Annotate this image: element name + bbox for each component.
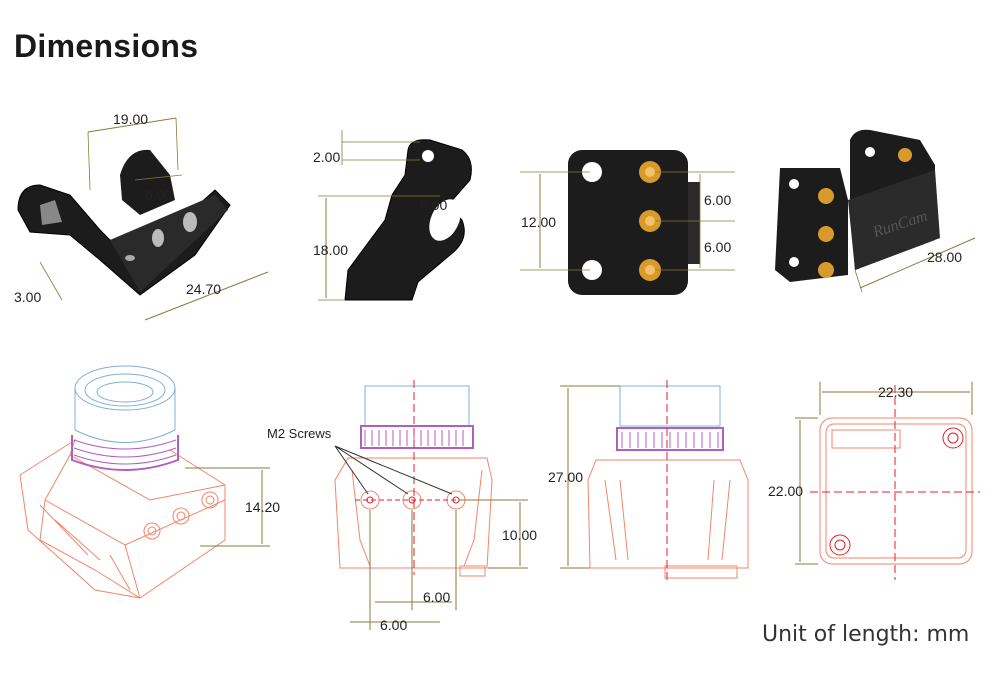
- camera-front-spacing-left-label: 6.00: [380, 617, 407, 633]
- bracket-side-depth-label: 24.70: [186, 281, 221, 297]
- m2-screws-label: M2 Screws: [267, 426, 332, 441]
- bracket-back-view: [520, 150, 735, 295]
- camera-front-view: [334, 380, 528, 630]
- bracket-profile-slot-label: 6.00: [420, 197, 447, 213]
- bracket-iso-width-label: 28.00: [927, 249, 962, 265]
- page-title: Dimensions: [14, 28, 199, 64]
- bracket-iso-view: [775, 129, 976, 293]
- bracket-side-width-label: 19.00: [113, 111, 148, 127]
- camera-back-width-label: 22.30: [878, 384, 913, 400]
- camera-back-view: [795, 382, 980, 580]
- bracket-side-view: [17, 117, 269, 321]
- bracket-back-height-label: 12.00: [521, 214, 556, 230]
- camera-front-screw-height-label: 10.00: [502, 527, 537, 543]
- bracket-side-thickness-label: 3.00: [14, 289, 41, 305]
- camera-iso-view: [19, 365, 270, 599]
- bracket-back-pitch-top-label: 6.00: [704, 192, 731, 208]
- bracket-profile-height-label: 18.00: [313, 242, 348, 258]
- bracket-profile-top-label: 2.00: [313, 149, 340, 165]
- camera-back-height-label: 22.00: [768, 483, 803, 499]
- camera-side-view: [560, 380, 749, 580]
- unit-label: Unit of length: mm: [762, 622, 970, 647]
- bracket-profile-view: [318, 130, 472, 301]
- camera-side-height-label: 27.00: [548, 469, 583, 485]
- camera-front-spacing-right-label: 6.00: [423, 589, 450, 605]
- camera-iso-height-label: 14.20: [245, 499, 280, 515]
- bracket-back-pitch-bottom-label: 6.00: [704, 239, 731, 255]
- bracket-side-slot-label: 6.00: [145, 187, 172, 203]
